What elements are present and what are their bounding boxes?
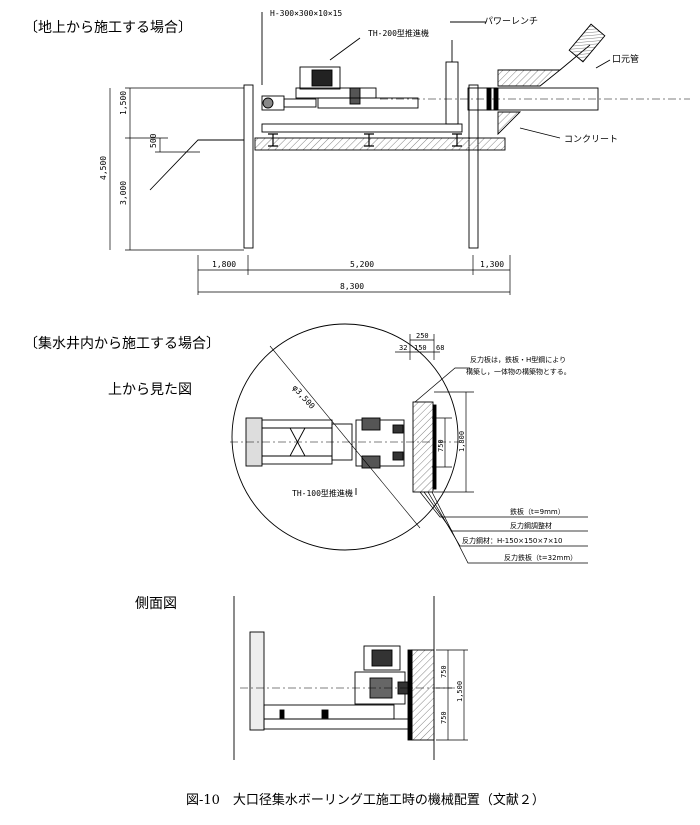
label-h-beam: H-300×300×10×15 bbox=[270, 9, 342, 18]
dim-750-lower: 750 bbox=[440, 711, 448, 724]
dim-500-v: 500 bbox=[149, 133, 158, 148]
dim-1500-v: 1,500 bbox=[119, 91, 128, 115]
i-beams bbox=[268, 133, 462, 147]
label-top-view: 上から見た図 bbox=[108, 382, 192, 398]
dim-750-upper: 750 bbox=[440, 665, 448, 678]
dim-8300-h: 8,300 bbox=[340, 282, 364, 291]
dim-1300-h: 1,300 bbox=[480, 260, 504, 269]
dim-5200-h: 5,200 bbox=[350, 260, 374, 269]
surface-view bbox=[149, 12, 690, 249]
label-power-wrench: パワーレンチ bbox=[484, 16, 538, 27]
dim-150: 150 bbox=[414, 344, 427, 352]
dim-3000-v: 3,000 bbox=[119, 181, 128, 205]
rail bbox=[261, 123, 463, 133]
concrete-block bbox=[497, 111, 522, 136]
label-mouth-pipe: 口元管 bbox=[612, 53, 639, 65]
section-title-surface: 〔地上から施工する場合〕 bbox=[24, 20, 192, 36]
dim-4500-v: 4,500 bbox=[99, 156, 108, 180]
label-reaction-plate: 反力鉄板（t=32mm） bbox=[504, 553, 577, 562]
dim-750: 750 bbox=[437, 439, 445, 452]
slope-left bbox=[149, 139, 244, 191]
power-wrench bbox=[445, 61, 459, 125]
top-view-dims bbox=[395, 334, 474, 493]
dim-32: 32 bbox=[399, 344, 407, 352]
note-reaction-1: 反力板は，鉄板・H型鋼により bbox=[470, 355, 566, 364]
label-steel-plate: 鉄板（t=9mm） bbox=[510, 507, 565, 516]
label-th100: TH-100型推進機 bbox=[292, 488, 353, 498]
figure-caption: 図-10 大口径集水ボーリング工施工時の機械配置（文献２） bbox=[186, 792, 545, 808]
section-title-shaft: 〔集水井内から施工する場合〕 bbox=[24, 335, 220, 352]
label-concrete: コンクリート bbox=[564, 134, 618, 145]
material-leaders bbox=[414, 367, 588, 564]
th200-machine bbox=[261, 66, 419, 111]
dim-250: 250 bbox=[416, 332, 429, 340]
pile-left bbox=[243, 84, 254, 249]
top-view bbox=[230, 323, 460, 551]
dim-1500-side: 1,500 bbox=[456, 681, 464, 702]
label-adjust-material: 反力鋼調整材 bbox=[510, 521, 552, 530]
ground-band bbox=[254, 137, 506, 151]
shaft-circle bbox=[231, 323, 459, 551]
side-view bbox=[233, 596, 455, 760]
surface-vertical-dims bbox=[109, 87, 244, 251]
dim-1800-h: 1,800 bbox=[212, 260, 236, 269]
label-th200: TH-200型推進機 bbox=[368, 28, 429, 38]
label-side-view: 側面図 bbox=[135, 596, 177, 612]
dim-1800-v2: 1,800 bbox=[458, 431, 466, 452]
dim-68: 68 bbox=[436, 344, 444, 352]
label-reaction-steel: 反力鋼材：H-150×150×7×10 bbox=[462, 536, 562, 545]
note-reaction-2: 構築し，一体物の構築物とする。 bbox=[466, 367, 571, 376]
label-diameter: φ3,500 bbox=[291, 383, 317, 411]
reaction-wall bbox=[412, 401, 434, 493]
side-view-dims bbox=[436, 649, 468, 741]
pile-right bbox=[468, 84, 479, 249]
surface-horizontal-dims bbox=[197, 255, 511, 295]
